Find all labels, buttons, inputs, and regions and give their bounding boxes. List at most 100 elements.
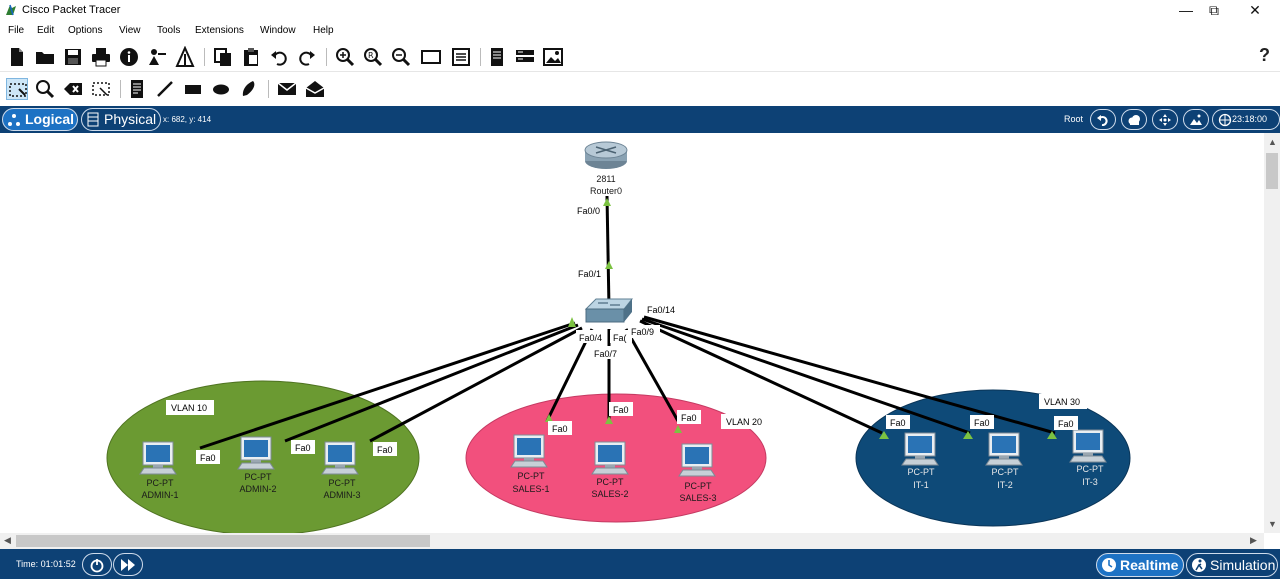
image-view-icon[interactable] <box>542 46 564 68</box>
print-icon[interactable] <box>90 46 112 68</box>
copy-icon[interactable] <box>212 46 234 68</box>
vlan-label-box <box>166 400 214 415</box>
pc-it-3[interactable]: Fa0 PC-PT IT-3 <box>1054 416 1107 487</box>
draw-ellipse-icon[interactable] <box>210 78 232 100</box>
packet-tracer-app-icon <box>6 4 16 16</box>
link-it-3[interactable] <box>643 315 1056 435</box>
topology-diagram[interactable]: 2811 Router0 Fa0/0 Fa0/1 Fa0/14 Fa0/4 Fa… <box>0 133 1264 533</box>
pc-sales-2[interactable]: Fa0 PC-PT SALES-2 <box>591 402 633 499</box>
edit-toolbar <box>0 72 1280 106</box>
menu-view[interactable]: View <box>119 25 141 36</box>
activity-wizard-icon[interactable] <box>146 46 168 68</box>
pc-sales-1[interactable]: Fa0 PC-PT SALES-1 <box>510 421 572 494</box>
simulation-mode-button[interactable]: Simulation <box>1186 553 1278 577</box>
move-object-button[interactable] <box>1152 109 1178 130</box>
pc-name-label: ADMIN-3 <box>323 490 360 500</box>
scroll-down-icon[interactable]: ▼ <box>1268 519 1277 529</box>
inspect-magnifier-icon[interactable] <box>34 78 56 100</box>
pdu-list-icon[interactable] <box>486 46 508 68</box>
zoom-in-icon[interactable] <box>334 46 356 68</box>
zoom-out-icon[interactable] <box>390 46 412 68</box>
switch-device[interactable] <box>584 298 634 323</box>
set-background-button[interactable] <box>1183 109 1209 130</box>
custom-device-icon[interactable] <box>174 46 196 68</box>
realtime-mode-button[interactable]: Realtime <box>1096 553 1184 577</box>
scroll-right-icon[interactable]: ▶ <box>1250 535 1257 545</box>
menu-help[interactable]: Help <box>313 25 334 36</box>
link-sales-3[interactable] <box>624 328 680 422</box>
link-admin-3[interactable] <box>369 326 583 443</box>
delete-icon[interactable] <box>62 78 84 100</box>
restore-button[interactable]: ⧉ <box>1209 2 1219 18</box>
link-it-2[interactable] <box>641 317 971 435</box>
vertical-scrollbar[interactable]: ▲ ▼ <box>1264 133 1280 533</box>
pc-type-label: PC-PT <box>597 477 625 487</box>
link-admin-1[interactable] <box>199 321 576 450</box>
pc-sales-3[interactable]: Fa0 PC-PT SALES-3 <box>677 410 717 503</box>
fast-forward-icon <box>121 559 135 571</box>
link-sales-1[interactable] <box>545 328 594 422</box>
cluster-button[interactable] <box>1121 109 1147 130</box>
fast-forward-button[interactable] <box>113 553 143 576</box>
link-it-1[interactable] <box>639 319 883 435</box>
menu-file[interactable]: File <box>8 25 25 36</box>
horizontal-scroll-thumb[interactable] <box>16 535 430 547</box>
simple-pdu-envelope-icon[interactable] <box>276 78 298 100</box>
main-toolbar: R ? <box>0 40 1280 72</box>
viewport-clock-button[interactable] <box>1212 109 1280 130</box>
router-switch-link[interactable] <box>605 195 611 309</box>
minimize-button[interactable]: — <box>1179 2 1193 18</box>
link-admin-2[interactable] <box>284 323 579 443</box>
vertical-scroll-thumb[interactable] <box>1266 153 1278 189</box>
new-file-icon[interactable] <box>6 46 28 68</box>
physical-view-tab[interactable]: Physical <box>81 108 161 131</box>
info-icon[interactable] <box>118 46 140 68</box>
logical-workspace-canvas[interactable]: 2811 Router0 Fa0/0 Fa0/1 Fa0/14 Fa0/4 Fa… <box>0 133 1264 533</box>
back-button[interactable] <box>1090 109 1116 130</box>
complex-pdu-open-envelope-icon[interactable] <box>304 78 326 100</box>
logical-network-icon <box>8 114 20 126</box>
pc-admin-1[interactable]: Fa0 PC-PT ADMIN-1 <box>139 441 220 500</box>
pc-name-label: SALES-3 <box>679 493 716 503</box>
help-button[interactable]: ? <box>1259 45 1270 65</box>
pc-it-2[interactable]: Fa0 PC-PT IT-2 <box>970 415 1023 490</box>
drawing-palette-icon[interactable] <box>420 46 442 68</box>
menu-options[interactable]: Options <box>68 25 103 36</box>
network-info-icon[interactable] <box>514 46 536 68</box>
paste-icon[interactable] <box>240 46 262 68</box>
draw-rectangle-icon[interactable] <box>182 78 204 100</box>
zoom-reset-icon[interactable]: R <box>362 46 384 68</box>
draw-line-icon[interactable] <box>154 78 176 100</box>
undo-icon[interactable] <box>268 46 290 68</box>
save-icon[interactable] <box>62 46 84 68</box>
menu-edit[interactable]: Edit <box>37 25 55 36</box>
menu-tools[interactable]: Tools <box>157 25 181 36</box>
pc-admin-3[interactable]: Fa0 PC-PT ADMIN-3 <box>321 441 397 500</box>
resize-shape-icon[interactable] <box>90 78 112 100</box>
custom-device-dialog-icon[interactable] <box>450 46 472 68</box>
menu-window[interactable]: Window <box>260 25 296 36</box>
switch-port-fa0-4: Fa0/4 <box>579 333 602 343</box>
freeform-pen-icon[interactable] <box>238 78 260 100</box>
sales-1-light <box>545 414 553 422</box>
router-device[interactable]: 2811 Router0 <box>584 141 628 196</box>
power-cycle-button[interactable] <box>82 553 112 576</box>
pc-type-label: PC-PT <box>329 478 357 488</box>
redo-icon[interactable] <box>296 46 318 68</box>
horizontal-scrollbar[interactable]: ◀ ▶ <box>0 533 1264 549</box>
pc-name-label: ADMIN-1 <box>141 490 178 500</box>
toolbar-divider <box>480 48 481 66</box>
pc-admin-2[interactable]: Fa0 PC-PT ADMIN-2 <box>237 436 315 494</box>
logical-view-tab[interactable]: Logical <box>2 108 78 131</box>
scroll-left-icon[interactable]: ◀ <box>4 535 11 545</box>
menu-extensions[interactable]: Extensions <box>195 25 244 36</box>
place-note-icon[interactable] <box>126 78 148 100</box>
pc-it-1[interactable]: Fa0 PC-PT IT-1 <box>886 415 939 490</box>
scroll-up-icon[interactable]: ▲ <box>1268 137 1277 147</box>
sales-2-light <box>605 416 613 424</box>
port-label-box <box>628 325 660 338</box>
select-tool-icon[interactable] <box>6 78 28 100</box>
open-folder-icon[interactable] <box>34 46 56 68</box>
close-button[interactable]: ✕ <box>1249 2 1261 18</box>
port-label-box <box>610 330 632 343</box>
